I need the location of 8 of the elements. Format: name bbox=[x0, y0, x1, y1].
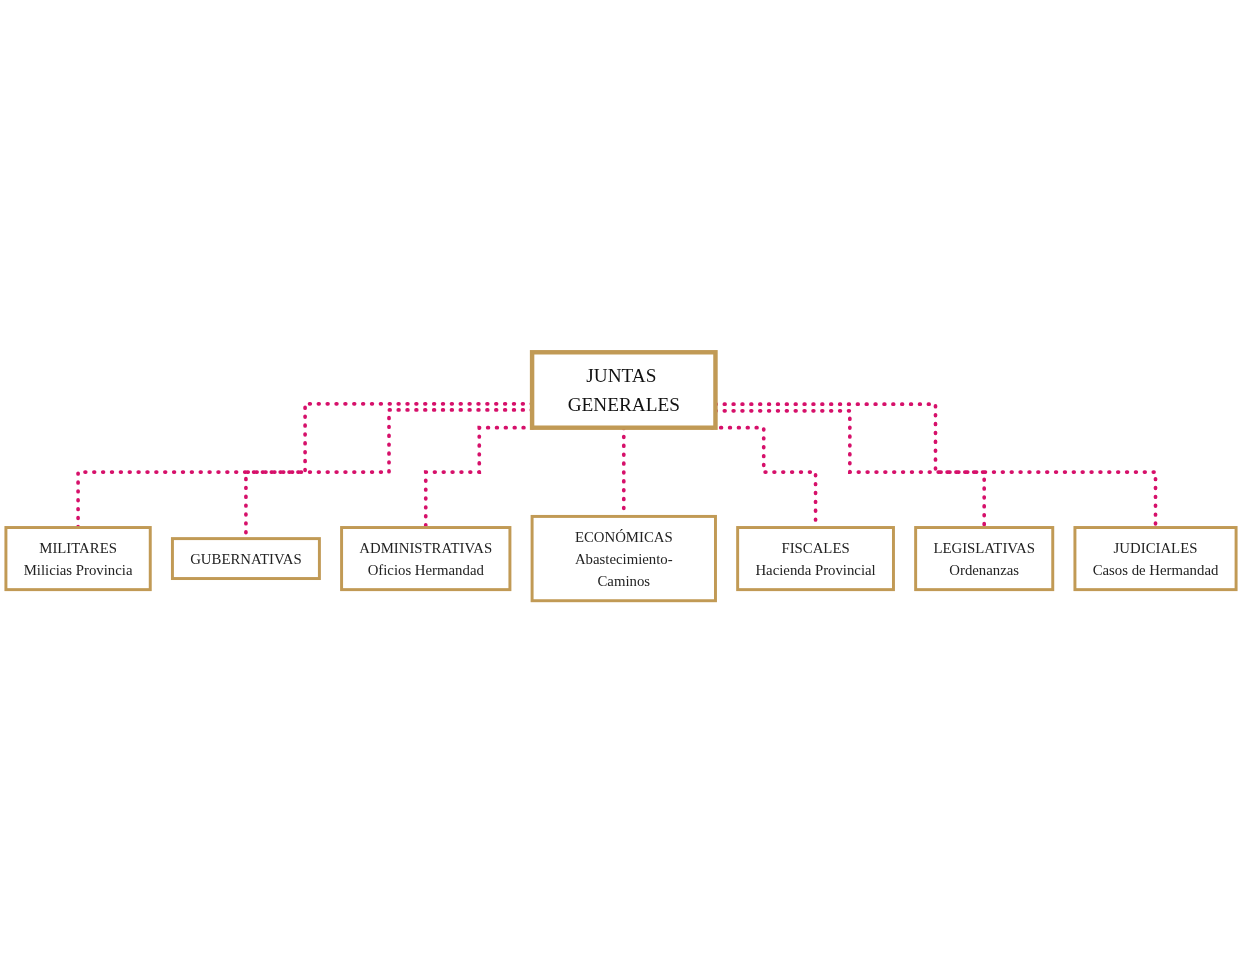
node-box: MILITARES Milicias Provincia bbox=[4, 526, 152, 592]
node-box: LEGISLATIVAS Ordenanzas bbox=[914, 526, 1055, 592]
node-box: ECONÓMICAS Abastecimiento-Caminos bbox=[530, 514, 717, 603]
node-box: FISCALES Hacienda Provincial bbox=[736, 526, 895, 592]
node-box: GUBERNATIVAS bbox=[170, 537, 321, 580]
node-box: JUDICIALES Casos de Hermandad bbox=[1073, 526, 1238, 592]
node-box: ADMINISTRATIVAS Oficios Hermandad bbox=[340, 526, 512, 592]
node-box: JUNTAS GENERALES bbox=[529, 350, 718, 430]
